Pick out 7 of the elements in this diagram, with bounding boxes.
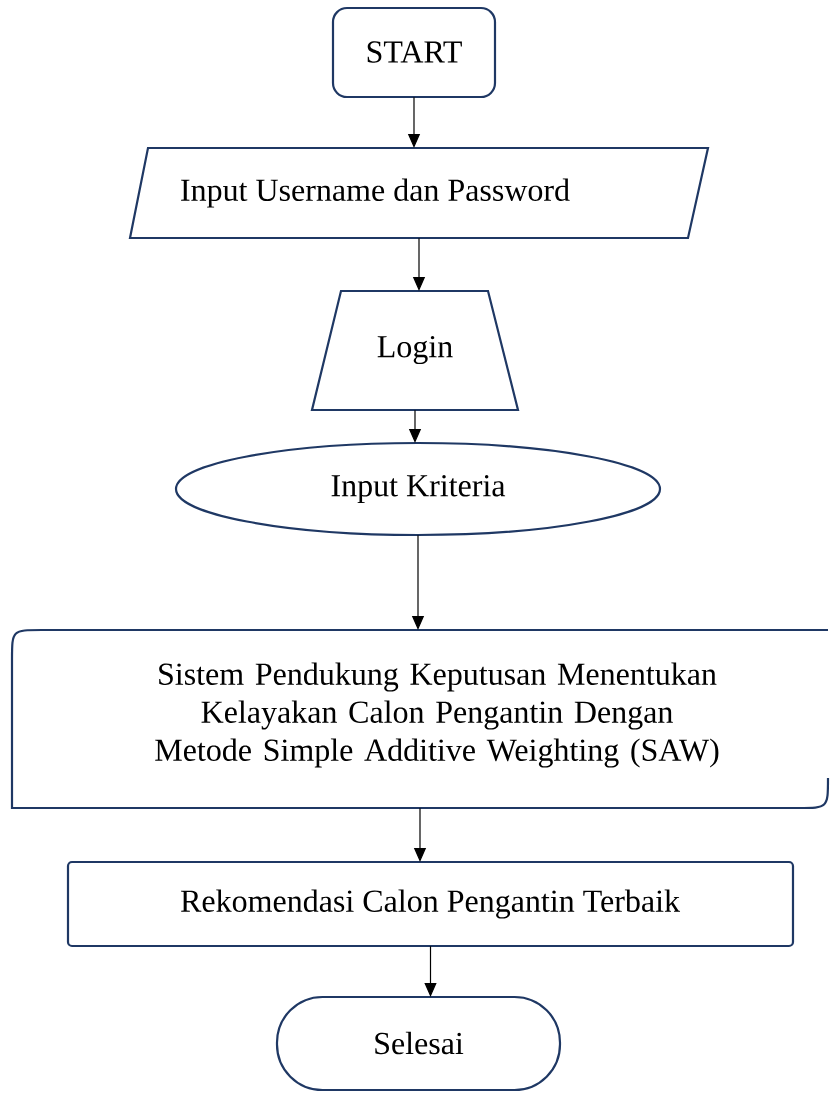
- process-box: Rekomendasi Calon Pengantin Terbaik: [66, 860, 795, 948]
- manual-operation-trapezium: Login: [310, 289, 520, 412]
- end-terminal: Selesai: [275, 995, 562, 1092]
- display-box: Sistem Pendukung Keputusan Menentukan Kelayakan Calon Pengantin Dengan Metode Simple Additive Weighting (SAW): [10, 628, 830, 810]
- start-terminal: START: [331, 6, 497, 99]
- arrow: [424, 945, 437, 997]
- input-parallelogram: Input Username dan Password: [128, 146, 710, 240]
